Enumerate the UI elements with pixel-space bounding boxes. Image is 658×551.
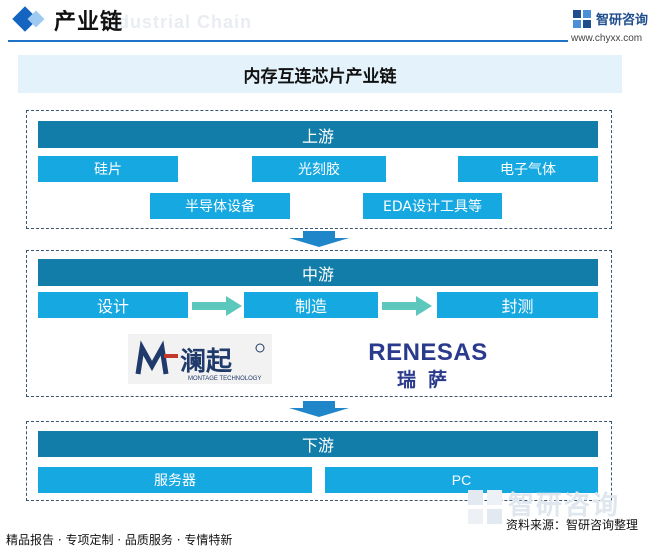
upstream-item-electronic-gas: 电子气体 [458,156,598,182]
upstream-section [26,110,612,229]
upstream-item-semiconductor-equipment: 半导体设备 [150,193,290,219]
renesas-logo-icon: RENESAS 瑞萨 [368,339,488,391]
header-title: 产业链 [54,10,124,35]
downstream-section [26,421,612,501]
upstream-header: 上游 [38,121,598,148]
down-arrow-icon [289,231,349,247]
diagram-title: 内存互连芯片产业链 [18,55,622,93]
midstream-step-manufacturing: 制造 [244,292,378,318]
montage-logo-en: MONTAGE TECHNOLOGY [188,376,261,382]
upstream-item-eda-tools: EDA设计工具等 [363,193,502,219]
right-arrow-icon [192,296,242,316]
source-note: 资料来源：智研咨询整理 [506,518,639,532]
right-arrow-icon [382,296,432,316]
montage-logo: 澜起 MONTAGE TECHNOLOGY [128,334,272,384]
upstream-item-silicon-wafer: 硅片 [38,156,178,182]
brand-logo-icon [573,10,591,28]
watermark-text: 智研咨询 [508,491,621,521]
renesas-logo-en: RENESAS [368,339,488,366]
montage-logo-cn: 澜起 [180,347,233,377]
footer-services: 精品报告 · 专项定制 · 品质服务 · 专情特新 [6,533,233,547]
midstream-step-design: 设计 [38,292,188,318]
upstream-item-photoresist: 光刻胶 [252,156,386,182]
down-arrow-icon [289,401,349,417]
downstream-item-pc: PC [325,467,598,493]
midstream-header: 中游 [38,259,598,286]
downstream-header: 下游 [38,431,598,457]
brand-url: www.chyxx.com [571,33,643,44]
midstream-step-packaging-testing: 封测 [437,292,598,318]
montage-logo-icon: 澜起 MONTAGE TECHNOLOGY [135,340,265,382]
downstream-item-server: 服务器 [38,467,312,493]
header-subtitle-en: Industrial Chain [100,12,253,32]
watermark-logo-icon [468,490,502,524]
brand-name: 智研咨询 [596,13,649,28]
renesas-logo-cn: 瑞萨 [397,368,459,390]
header-divider [8,40,568,42]
renesas-logo: RENESAS 瑞萨 [344,334,512,391]
midstream-section [26,250,612,397]
